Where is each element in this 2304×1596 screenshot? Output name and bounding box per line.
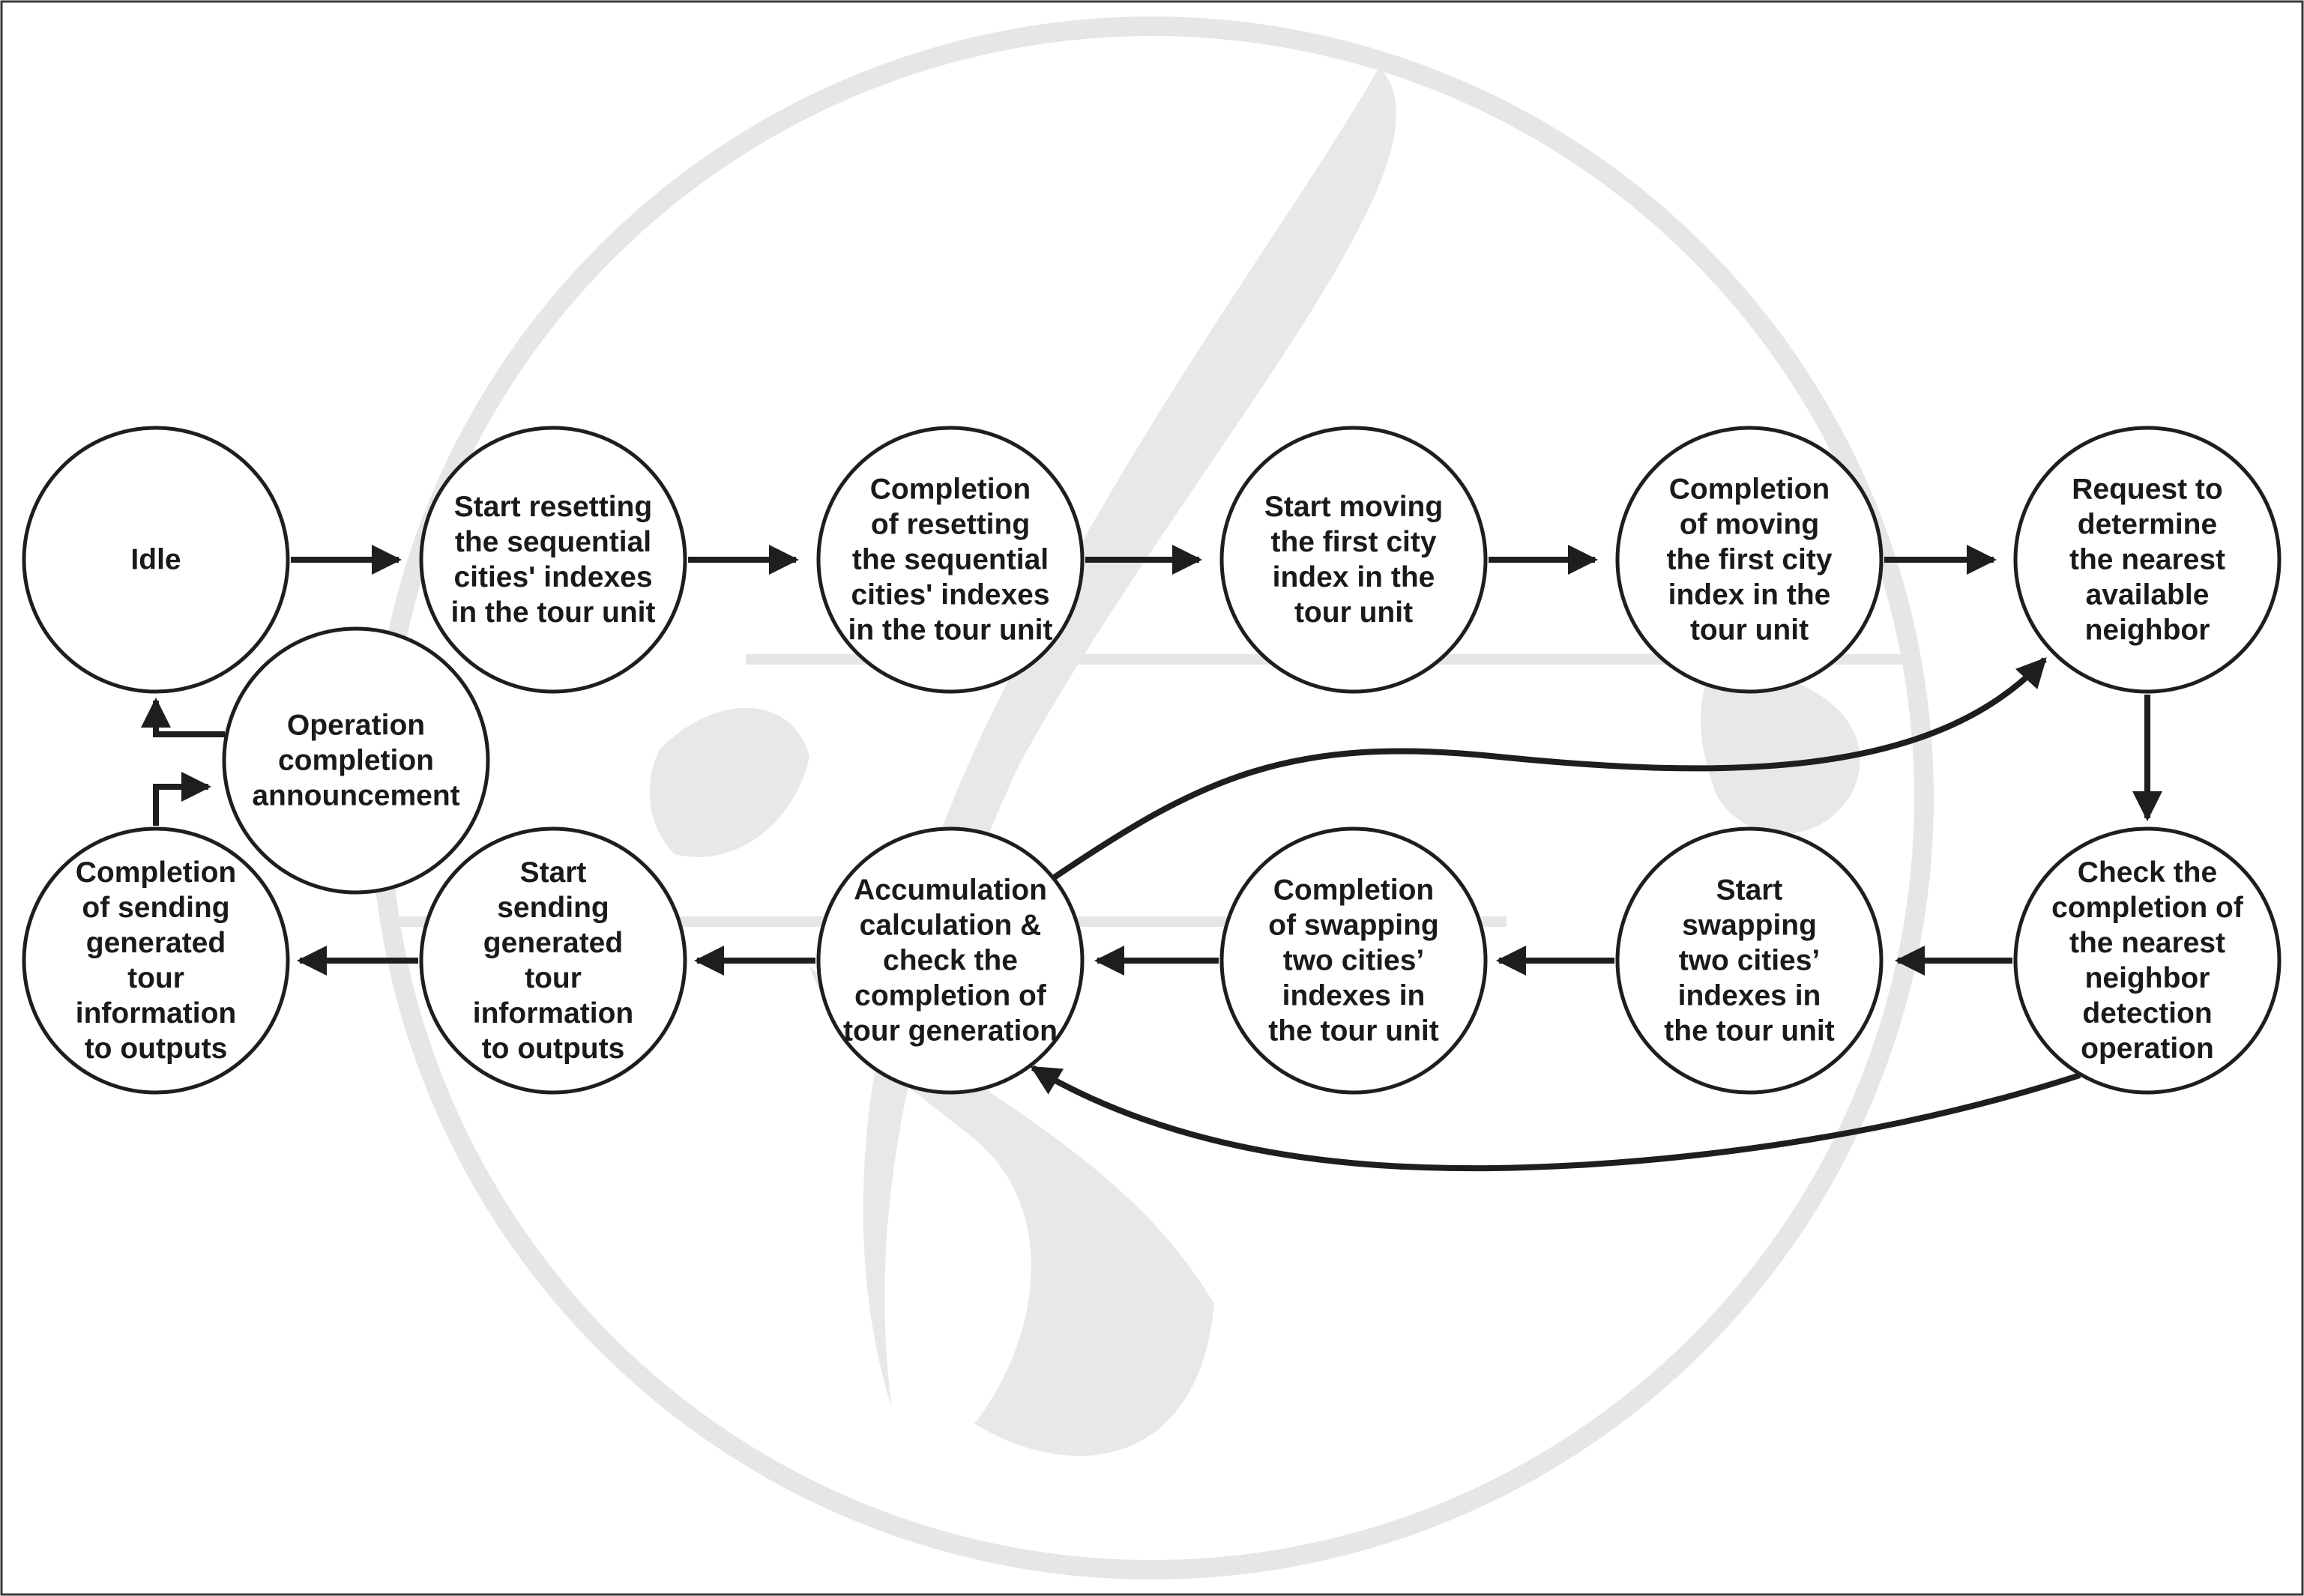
- state-label-line: Accumulation: [854, 874, 1047, 907]
- state-label-line: in the tour unit: [451, 596, 656, 629]
- state-label-line: index in the: [1273, 561, 1435, 593]
- state-label-line: Idle: [130, 544, 181, 576]
- state-circle: [419, 426, 687, 694]
- state-label-line: of swapping: [1268, 910, 1439, 942]
- state-label-line: two cities’: [1679, 945, 1821, 977]
- state-circle: [22, 426, 290, 694]
- state-label-line: Start moving: [1264, 491, 1443, 523]
- state-label-line: the first city: [1270, 526, 1436, 558]
- state-circle: [22, 826, 290, 1095]
- state-label-line: operation: [2081, 1033, 2214, 1065]
- state-label-line: the first city: [1666, 544, 1832, 576]
- state-label-line: Completion: [1669, 474, 1830, 506]
- state-label-line: cities' indexes: [851, 579, 1049, 611]
- state-label-line: information: [473, 997, 633, 1030]
- state-label-line: tour: [525, 962, 582, 994]
- state-label-line: cities' indexes: [453, 561, 652, 593]
- state-label-line: sending: [497, 892, 609, 924]
- state-label-line: Request to: [2072, 474, 2223, 506]
- state-label-line: Operation: [287, 710, 425, 742]
- state-label-line: tour generation: [843, 1015, 1058, 1048]
- state-label-line: the sequential: [455, 526, 651, 558]
- state-label-line: tour unit: [1690, 614, 1809, 647]
- state-label-line: completion of: [854, 980, 1047, 1012]
- state-label-line: completion of: [2051, 892, 2244, 924]
- state-label-line: neighbor: [2085, 962, 2210, 994]
- state-label-line: to outputs: [85, 1033, 228, 1065]
- state-label-line: swapping: [1682, 910, 1817, 942]
- state-circle: [1615, 426, 1884, 694]
- state-circle: [2013, 826, 2282, 1095]
- arrow-accumulate-to-request-neighbor: [1051, 657, 2047, 881]
- state-label-line: Check the: [2078, 856, 2217, 889]
- arrow-check-neighbor-to-accumulate: [1030, 1065, 2081, 1172]
- state-label-line: index in the: [1668, 579, 1831, 611]
- state-label-line: the tour unit: [1268, 1015, 1438, 1048]
- state-label-line: detection: [2082, 997, 2212, 1030]
- state-label-line: determine: [2078, 509, 2217, 541]
- state-label-line: of sending: [82, 892, 229, 924]
- watermark-logo: [370, 16, 1934, 1580]
- state-label-line: tour unit: [1294, 596, 1413, 629]
- state-label-line: the sequential: [852, 544, 1049, 576]
- state-label-line: neighbor: [2085, 614, 2210, 647]
- state-label-line: Completion: [870, 474, 1031, 506]
- state-circle: [1219, 426, 1488, 694]
- state-label-line: information: [76, 997, 236, 1030]
- state-label-line: Completion: [76, 856, 236, 889]
- state-label-line: tour: [127, 962, 184, 994]
- state-label-line: completion: [278, 745, 434, 777]
- state-label-line: to outputs: [482, 1033, 625, 1065]
- state-label-line: Start: [1716, 874, 1783, 907]
- state-node-idle: Idle: [22, 426, 290, 694]
- edges-layer: [141, 545, 2162, 1172]
- state-label-line: the nearest: [2069, 544, 2225, 576]
- state-circle: [2013, 426, 2282, 694]
- state-label-line: announcement: [252, 780, 459, 812]
- state-label-line: Completion: [1273, 874, 1434, 907]
- state-label-line: generated: [86, 927, 226, 959]
- state-label-line: two cities’: [1283, 945, 1425, 977]
- state-label-line: the nearest: [2069, 927, 2225, 959]
- state-label-line: available: [2086, 579, 2210, 611]
- state-label-line: indexes in: [1282, 980, 1426, 1012]
- state-circle: [222, 626, 490, 895]
- arrow-announce-to-idle: [141, 698, 225, 737]
- state-label-line: of moving: [1680, 509, 1819, 541]
- state-circle: [419, 826, 687, 1095]
- state-label-line: indexes in: [1678, 980, 1821, 1012]
- state-circle: [1219, 826, 1488, 1095]
- state-circle: [1615, 826, 1884, 1095]
- state-circle: [816, 426, 1085, 694]
- state-circle: [816, 826, 1085, 1095]
- arrow-complete-send-to-announce: [153, 772, 211, 826]
- state-label-line: calculation &: [860, 910, 1042, 942]
- state-label-line: the tour unit: [1664, 1015, 1834, 1048]
- state-label-line: Start: [520, 856, 587, 889]
- state-label-line: check the: [883, 945, 1018, 977]
- state-label-line: in the tour unit: [848, 614, 1053, 647]
- state-label-line: of resetting: [871, 509, 1030, 541]
- state-label-line: generated: [483, 927, 623, 959]
- state-label-line: Start resetting: [454, 491, 652, 523]
